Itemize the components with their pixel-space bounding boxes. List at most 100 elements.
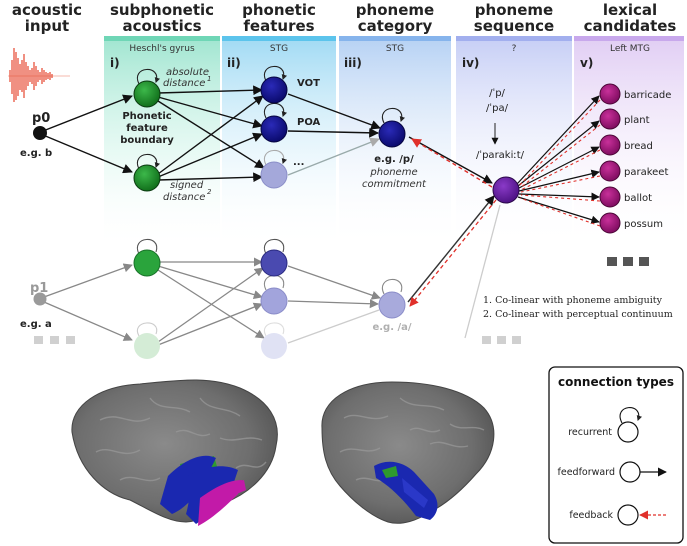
header-lexical-line1: lexical: [603, 1, 657, 19]
region-stg-phonetic: STG: [270, 44, 288, 54]
connections-p1: [43, 257, 381, 346]
node-p1-green-faded: [134, 333, 160, 359]
panel-id-ii: ii): [227, 56, 241, 70]
panel-id-iv: iv): [462, 56, 479, 70]
region-labels: Heschl's gyrus STG STG ? Left MTG: [129, 44, 650, 54]
panel-ids: i) ii) iii) iv) v): [110, 56, 593, 70]
lexical-nodes: [599, 83, 621, 234]
lexical-node-possum: [599, 212, 621, 234]
node-feature-more: [260, 161, 288, 189]
footnote-1: 1. Co-linear with phoneme ambiguity: [483, 295, 663, 306]
header-subphonetic-line1: subphonetic: [110, 1, 214, 19]
legend-box: [548, 366, 684, 544]
column-headers: acoustic input subphonetic acoustics pho…: [12, 1, 676, 35]
legend-feedback-label: feedback: [569, 510, 613, 521]
label-feature: feature: [126, 123, 168, 134]
panel-id-v: v): [580, 56, 593, 70]
legend-feedback-node: [617, 504, 639, 526]
p1-ellipsis: [34, 336, 521, 344]
lexical-node-barricade: [599, 83, 621, 105]
label-signed-distance: distance: [163, 192, 205, 203]
panel-id-i: i): [110, 56, 120, 70]
connections-p0: [42, 85, 493, 184]
recurrent-loop-icon: [619, 407, 642, 424]
header-acoustic-input-line1: acoustic: [12, 1, 82, 19]
node-p1-blue: [260, 249, 288, 277]
lexical-word: possum: [624, 219, 663, 230]
lexical-word: plant: [624, 115, 650, 126]
lexical-word: bread: [624, 141, 653, 152]
header-phoneme-sequence-line1: phoneme: [475, 1, 553, 19]
region-sequence-unknown: ?: [512, 44, 517, 54]
phoneme-example-p: e.g. /p/: [374, 154, 414, 165]
lexical-word: parakeet: [624, 167, 668, 178]
brain-left-hemisphere: [71, 379, 278, 526]
legend-recurrent-label: recurrent: [568, 427, 612, 438]
label-phonetic: Phonetic: [122, 111, 171, 122]
feedback-sequence-to-phoneme: [411, 138, 493, 188]
legend-feedforward-label: feedforward: [558, 467, 616, 478]
node-phoneme-p: [378, 120, 406, 148]
feature-label-more: ...: [293, 157, 304, 168]
label-absolute-distance: distance: [163, 78, 205, 89]
lexical-word: barricade: [624, 90, 671, 101]
input-node-p0: [33, 126, 47, 140]
node-p1-blue-faded: [261, 333, 287, 359]
acoustic-waveform: [8, 48, 70, 102]
node-p1-blue-light: [260, 287, 288, 315]
header-phonetic-line2: features: [243, 17, 314, 35]
sequence-step-3: /ˈparakiːt/: [476, 150, 525, 161]
feature-label-vot: VOT: [297, 78, 320, 89]
feature-label-poa: POA: [297, 117, 321, 128]
region-heschls-gyrus: Heschl's gyrus: [129, 44, 195, 54]
header-phoneme-sequence-line2: sequence: [474, 17, 554, 35]
label-phoneme: phoneme: [369, 167, 417, 178]
label-boundary: boundary: [120, 135, 174, 146]
node-sequence: [492, 176, 520, 204]
footnote-2: 2. Co-linear with perceptual continuum: [483, 309, 673, 320]
footnote-mark-2: 2: [207, 188, 212, 196]
legend-feedforward-node: [619, 461, 641, 483]
header-phonetic-line1: phonetic: [242, 1, 316, 19]
footnote-mark-1: 1: [207, 75, 211, 83]
lexical-ellipsis: [607, 257, 649, 266]
input-p0-example: e.g. b: [20, 148, 52, 159]
node-phoneme-a: [378, 291, 406, 319]
label-signed: signed: [170, 180, 204, 191]
column-bands: [104, 36, 684, 250]
node-poa: [260, 115, 288, 143]
connections-lexical: [516, 95, 600, 224]
connection-faded-lower: [464, 204, 501, 339]
node-p1-green: [133, 249, 161, 277]
phoneme-example-a: e.g. /a/: [372, 322, 411, 333]
nodes: [33, 76, 520, 204]
region-stg-phoneme: STG: [386, 44, 404, 54]
node-vot: [260, 76, 288, 104]
connection-faded: [287, 137, 380, 176]
input-p1-label: p1: [30, 281, 48, 296]
input-node-p1: [33, 292, 47, 306]
lexical-word: ballot: [624, 193, 652, 204]
lexical-node-bread: [599, 134, 621, 156]
feedback-lexical: [518, 99, 601, 227]
legend-title: connection types: [558, 375, 674, 389]
connection-faded-p1: [287, 309, 380, 344]
sequence-step-2: /ˈpa/: [486, 103, 509, 114]
lexical-node-ballot: [599, 186, 621, 208]
node-absolute-distance: [133, 80, 161, 108]
input-p1-example: e.g. a: [20, 319, 52, 330]
feedback-sequence-to-a: [409, 199, 497, 307]
region-left-mtg: Left MTG: [610, 44, 650, 54]
brain-right-hemisphere: [321, 381, 495, 524]
connection-a-to-sequence: [407, 195, 495, 303]
header-acoustic-input-line2: input: [25, 17, 69, 35]
sequence-step-1: /ˈp/: [489, 88, 505, 99]
label-commitment: commitment: [362, 179, 427, 190]
band-lexical: [574, 36, 684, 250]
legend: connection types recurrent feedforward f…: [548, 366, 684, 544]
header-lexical-line2: candidates: [584, 17, 677, 35]
lexical-node-parakeet: [599, 160, 621, 182]
header-subphonetic-line2: acoustics: [122, 17, 201, 35]
legend-recurrent-node: [617, 421, 639, 443]
